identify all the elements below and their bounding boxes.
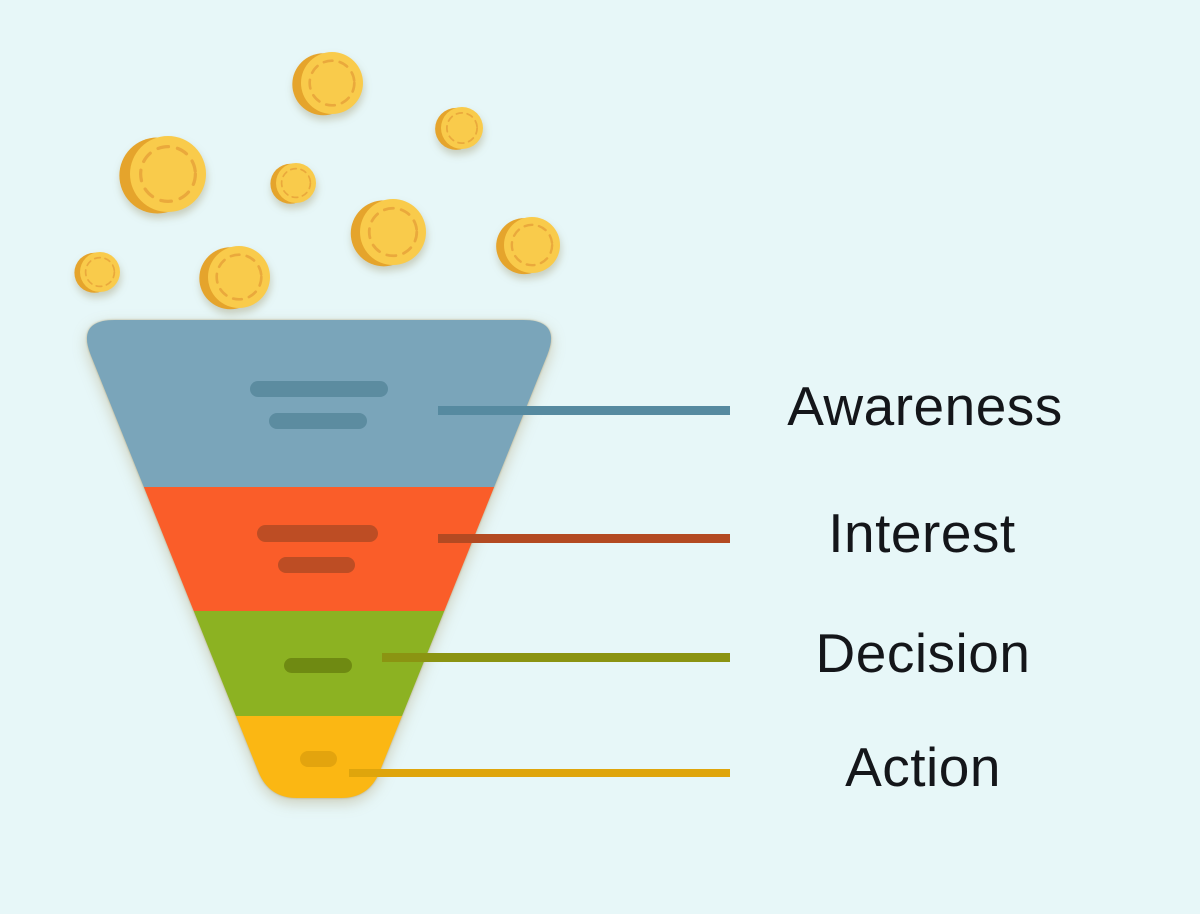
connector-line-awareness xyxy=(438,406,730,415)
stage-label-awareness: Awareness xyxy=(787,375,1063,437)
stage-label-interest: Interest xyxy=(828,502,1016,564)
coin-icon xyxy=(434,106,484,151)
stage-label-decision: Decision xyxy=(815,622,1031,684)
coin-icon xyxy=(494,215,562,276)
falling-coins xyxy=(73,50,562,311)
decor-bar xyxy=(278,557,355,573)
decor-bar xyxy=(269,413,367,429)
decor-bar xyxy=(284,658,352,673)
coin-icon xyxy=(349,197,428,268)
coin-icon xyxy=(117,134,208,216)
coin-icon xyxy=(291,50,365,117)
funnel-stage-awareness xyxy=(86,320,552,487)
connector-line-action xyxy=(349,769,730,777)
coin-icon xyxy=(73,251,121,294)
decor-bar xyxy=(257,525,378,542)
connector-lines xyxy=(349,406,730,777)
stage-label-action: Action xyxy=(845,736,1001,798)
coin-icon xyxy=(198,244,272,311)
stage-decor-bars xyxy=(250,381,388,767)
connector-line-interest xyxy=(438,534,730,543)
connector-line-decision xyxy=(382,653,730,662)
coin-icon xyxy=(269,162,317,205)
decor-bar xyxy=(250,381,388,397)
funnel-stage-interest xyxy=(86,487,552,611)
decor-bar xyxy=(300,751,337,767)
